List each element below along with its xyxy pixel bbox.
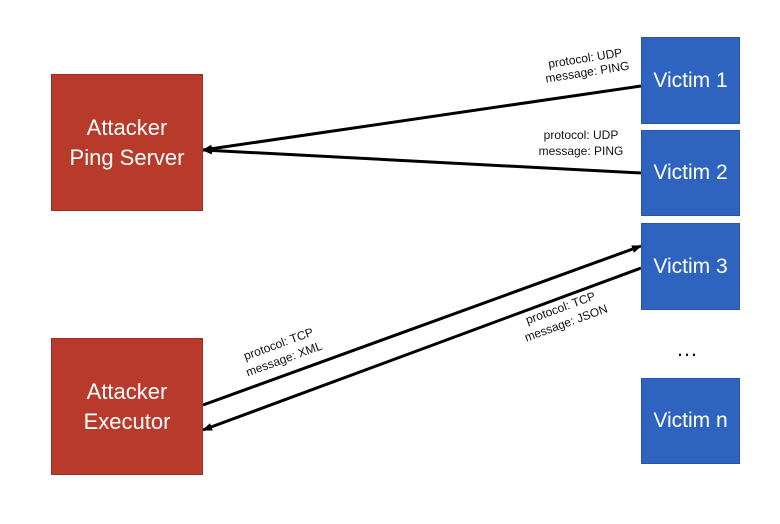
attacker-ping-server-node: Attacker Ping Server bbox=[51, 74, 203, 211]
edge-v2-to-ping-server bbox=[202, 146, 642, 175]
edge-label-v2-message: message: PING bbox=[539, 144, 624, 158]
victims-ellipsis: … bbox=[676, 336, 700, 361]
victim-2-label: Victim 2 bbox=[653, 161, 728, 184]
edge-executor-to-v3 bbox=[202, 244, 642, 407]
edge-label-v2-protocol: protocol: UDP bbox=[544, 128, 619, 142]
victim-3-node: Victim 3 bbox=[641, 223, 740, 310]
victim-1-label: Victim 1 bbox=[653, 68, 728, 92]
victim-2-node: Victim 2 bbox=[641, 130, 740, 216]
edge-v3-to-executor bbox=[202, 266, 642, 432]
victim-3-label: Victim 3 bbox=[653, 254, 728, 278]
executor-line1: Attacker bbox=[86, 378, 168, 404]
victim-1-node: Victim 1 bbox=[641, 37, 740, 124]
edge-v1-to-ping-server bbox=[202, 84, 642, 153]
executor-line2: Executor bbox=[83, 408, 171, 434]
attacker-executor-node: Attacker Executor bbox=[51, 338, 203, 475]
victim-n-label: Victim n bbox=[653, 409, 728, 432]
ping-server-line2: Ping Server bbox=[69, 144, 185, 170]
victim-n-node: Victim n bbox=[641, 378, 740, 464]
ping-server-line1: Attacker bbox=[86, 114, 168, 140]
